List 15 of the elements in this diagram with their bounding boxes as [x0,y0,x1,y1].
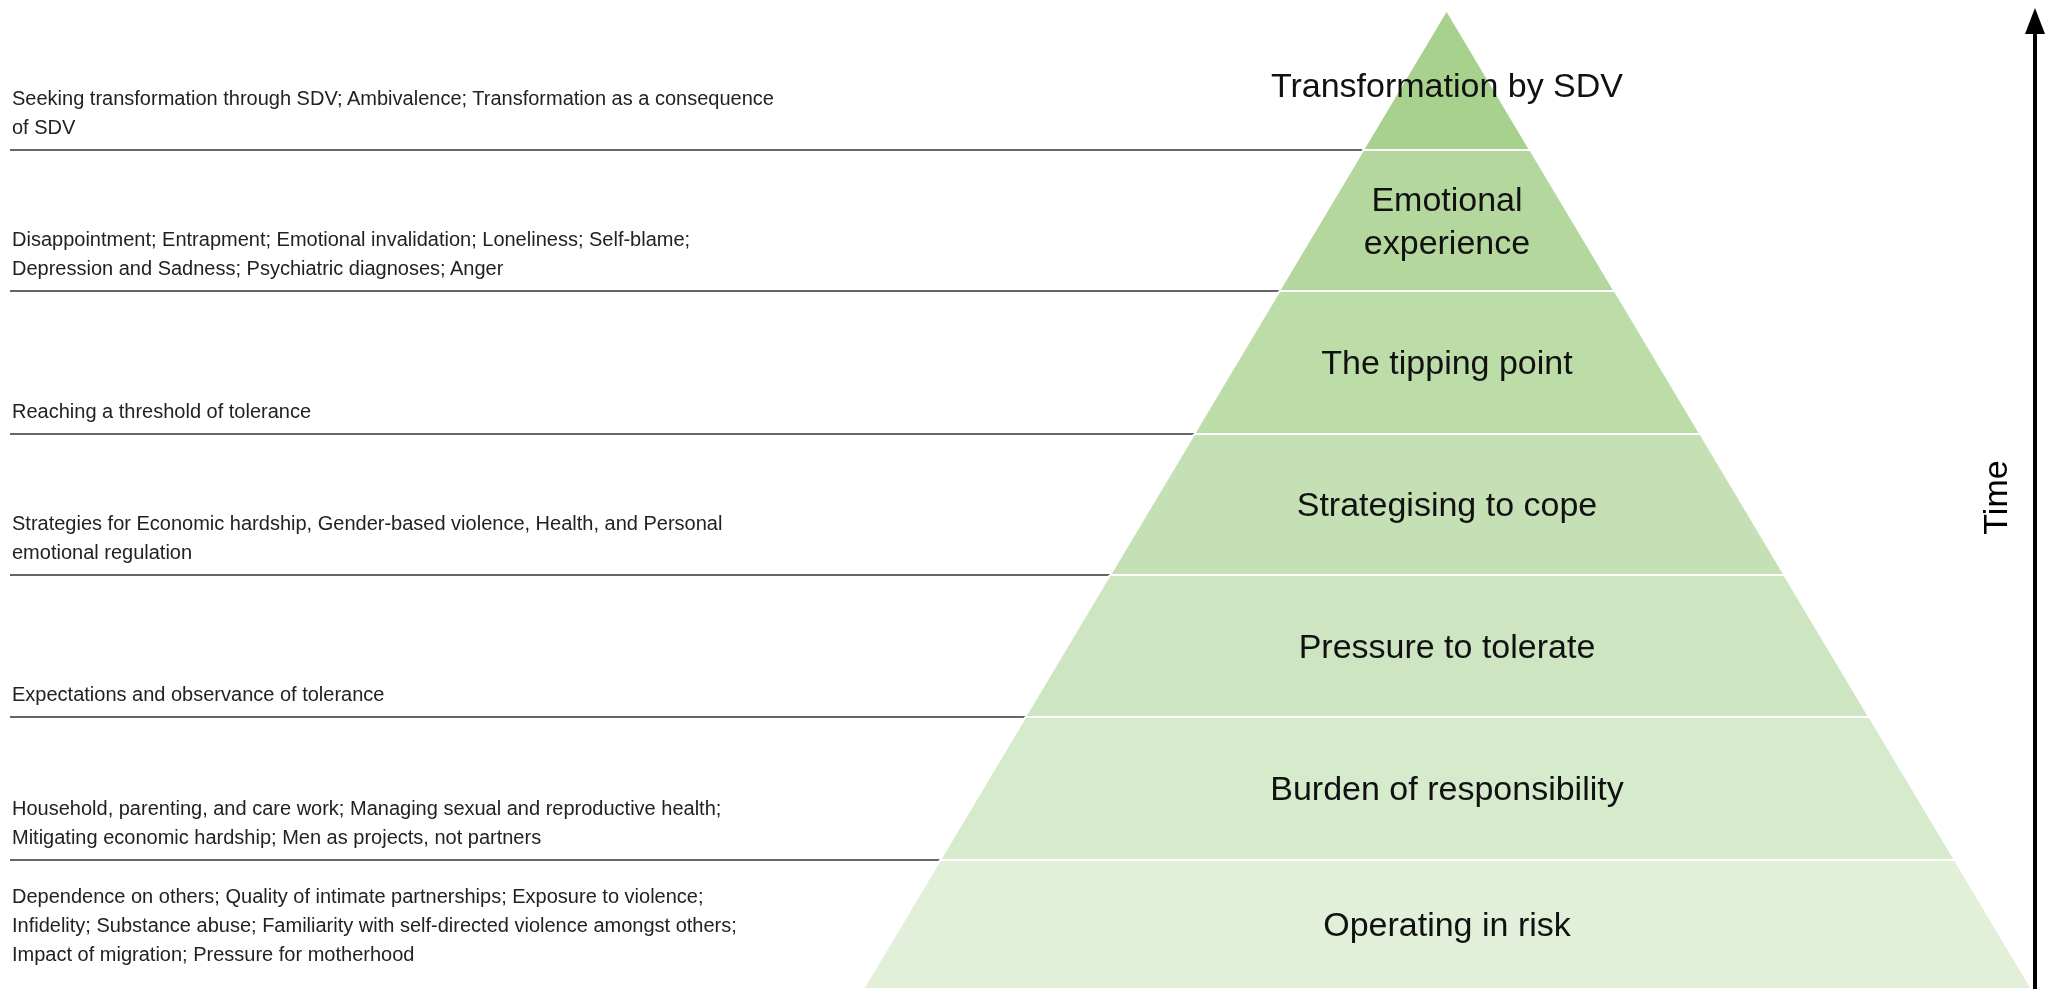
band-title: Burden of responsibility [1270,768,1624,810]
band-title: Transformation by SDV [1270,64,1624,106]
description-text: Household, parenting, and care work; Managing sexual and reproductive health; Mitigating economic hardship; Men as projects, not partners [12,796,723,850]
description-text: Dependence on others; Quality of intimate partnerships; Exposure to violence; Infidelity; Substance abuse; Familiarity with self-directed violence amongst others; Impact of migration; Pressure for motherhood [12,884,738,967]
description-text: Strategies for Economic hardship, Gender-based violence, Health, and Personal emotional regulation [12,511,724,565]
band-title: The tipping point [1321,342,1573,384]
band-title: Operating in risk [1323,904,1571,946]
band-title: Emotional experience [1362,179,1532,263]
description-text: Expectations and observance of tolerance [12,682,386,707]
band-title: Strategising to cope [1296,484,1598,526]
description-text: Seeking transformation through SDV; Ambivalence; Transformation as a consequence of SDV [12,86,775,140]
band-title: Pressure to tolerate [1298,625,1596,667]
axis-label: Time [1974,459,2015,535]
description-text: Disappointment; Entrapment; Emotional invalidation; Loneliness; Self-blame; Depression and Sadness; Psychiatric diagnoses; Anger [12,227,692,281]
description-text: Reaching a threshold of tolerance [12,399,313,424]
